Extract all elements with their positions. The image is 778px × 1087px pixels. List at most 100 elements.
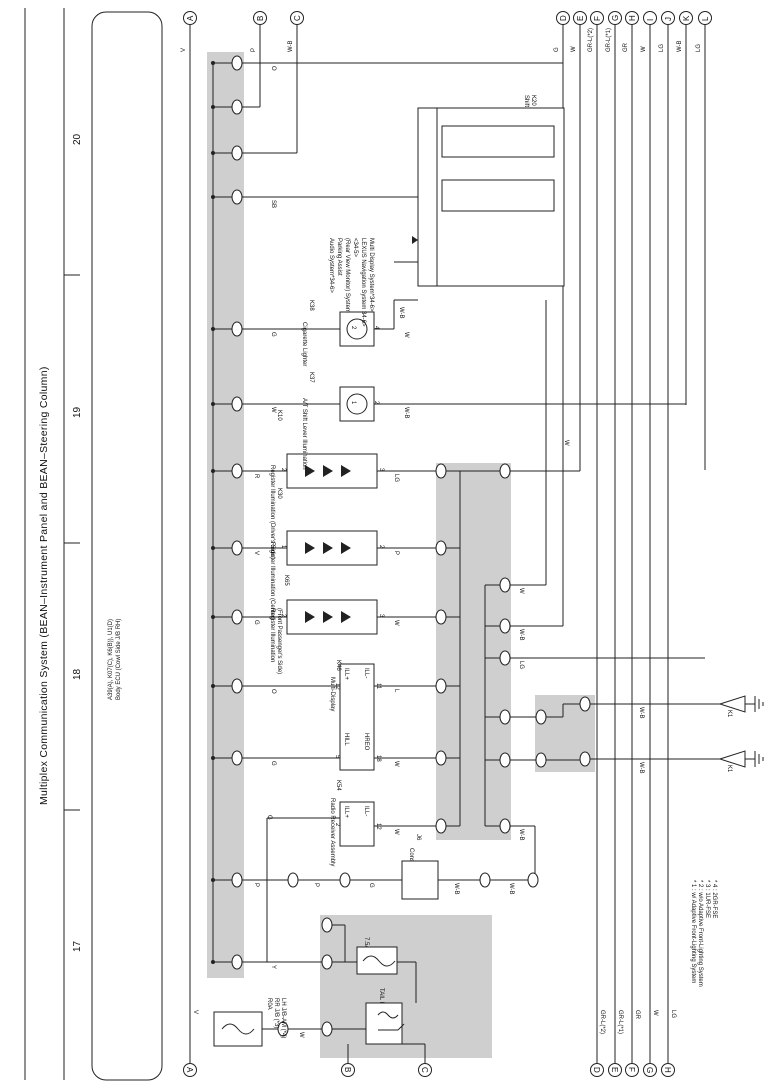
body-ecu-label-line1: A39(A), K07(C), K6(B)), U1(D) bbox=[108, 619, 114, 700]
wire-label-2: G bbox=[270, 332, 276, 337]
radio-receiver-k54 bbox=[339, 801, 375, 847]
wire-label-8: G bbox=[270, 761, 276, 766]
top-connector-f bbox=[590, 11, 604, 25]
top-connector-label-d: D bbox=[559, 15, 568, 21]
led-k10-1 bbox=[323, 465, 333, 477]
k10-pin-a: 2 bbox=[280, 468, 286, 472]
body-ecu-box: A39(A), K07(C), K6(B)), U1(D) Body ECU (… bbox=[91, 11, 163, 1081]
top-wire-color-10: W-B bbox=[677, 40, 683, 52]
junction-left-0 bbox=[435, 463, 447, 479]
top-connector-label-g: G bbox=[611, 15, 620, 21]
k10-id: K10 bbox=[276, 410, 282, 421]
k46-name: Multi-Display bbox=[329, 677, 335, 711]
bottom-connector-label-e: E bbox=[610, 1067, 619, 1072]
k38-pin-a: 2 bbox=[350, 326, 356, 330]
top-connector-label-f: F bbox=[593, 16, 602, 21]
bottom-connector-h bbox=[661, 1063, 675, 1077]
wire-label-1: SB bbox=[270, 200, 276, 208]
ground-id-lower: K1 bbox=[726, 765, 732, 773]
footnote-3: * 4 : 2GR-FSE bbox=[711, 880, 717, 918]
relay-conn bbox=[321, 1021, 333, 1037]
k54-name: Radio Receiver Assembly bbox=[329, 798, 335, 866]
wire-label-22: G bbox=[368, 883, 374, 888]
box-pin-5: ILL- bbox=[363, 668, 369, 678]
bottom-connector-f bbox=[625, 1063, 639, 1077]
bat-fuse-1: RR J/B (*3) bbox=[273, 998, 279, 1028]
junction-left-5 bbox=[435, 818, 447, 834]
footnote-2: * 3 : 1UR-FSE bbox=[704, 880, 710, 918]
wire-label-5: V bbox=[253, 551, 259, 555]
bottom-connector-label-d: D bbox=[592, 1067, 601, 1073]
top-connector-b bbox=[253, 11, 267, 25]
top-wire-color-9: LG bbox=[659, 44, 665, 52]
box-pin-4: HILL bbox=[343, 733, 349, 746]
at-shift-lamp-symbol bbox=[346, 393, 368, 415]
panel-fuse bbox=[356, 946, 398, 975]
top-wire-color-3: G bbox=[554, 47, 560, 52]
junction-left-3 bbox=[435, 678, 447, 694]
k46-pin-d: 18 bbox=[375, 755, 381, 762]
wire-label-26: W-B bbox=[518, 629, 524, 641]
top-connector-label-i: I bbox=[646, 19, 655, 21]
k65-pin-a: 2 bbox=[280, 614, 286, 618]
bottom-connector-b bbox=[341, 1063, 355, 1077]
bottom-connector-e bbox=[608, 1063, 622, 1077]
k38-pin-b: 4 bbox=[373, 326, 379, 330]
wire-label-25: W bbox=[518, 588, 524, 594]
box-pin-8: ILL- bbox=[363, 806, 369, 816]
wire-label-30: W-B bbox=[638, 762, 644, 774]
audio-note-3: <34-5> bbox=[352, 238, 358, 258]
wire-label-32: W bbox=[563, 440, 569, 446]
top-wire-color-6: GR-L(*1) bbox=[606, 28, 612, 52]
junction-left-2 bbox=[435, 609, 447, 625]
top-wire-color-7: GR bbox=[623, 42, 629, 52]
k10-name: Register Illumination (Driver's Side) bbox=[269, 465, 275, 559]
kj-connector-1 bbox=[287, 872, 299, 888]
ecu-terminal-3 bbox=[231, 189, 243, 205]
wire-label-3: W bbox=[270, 407, 276, 413]
bottom-wire-color-0: V bbox=[192, 1010, 198, 1014]
junction-right-4 bbox=[499, 709, 511, 725]
top-connector-label-j: J bbox=[664, 17, 673, 21]
ground-symbol-lower bbox=[718, 750, 764, 768]
bottom-wire-color-3: GR bbox=[634, 1010, 640, 1020]
fuse-conn-top bbox=[321, 917, 333, 933]
ecu-terminal-0 bbox=[231, 55, 243, 71]
fuse-conn-mid bbox=[321, 954, 333, 970]
wire-label-31: G bbox=[266, 815, 272, 820]
bottom-wire-color-2: GR-L(*1) bbox=[617, 1010, 623, 1034]
junction-right-2 bbox=[499, 618, 511, 634]
top-wire-color-5: GR-L(*2) bbox=[588, 28, 594, 52]
footnote-1: * 2 : w/o Adaptive Front-Lighting System bbox=[697, 880, 703, 987]
top-connector-label-e: E bbox=[576, 16, 585, 21]
top-connector-label-k: K bbox=[682, 15, 691, 21]
led-k10-2 bbox=[341, 465, 351, 477]
gnd-junction-d bbox=[579, 751, 591, 767]
gnd-junction-a bbox=[535, 709, 547, 725]
wire-label-27: LG bbox=[518, 661, 524, 669]
k65-name-1: Register Illumination bbox=[269, 608, 275, 662]
ecu-terminal-8 bbox=[231, 609, 243, 625]
top-connector-k bbox=[679, 11, 693, 25]
wire-label-6: G bbox=[253, 620, 259, 625]
page-number-20: 20 bbox=[72, 133, 83, 145]
audio-note-1: Parking Assist bbox=[336, 238, 342, 276]
top-connector-c bbox=[290, 11, 304, 25]
bottom-connector-d bbox=[590, 1063, 604, 1077]
led-k65-2 bbox=[341, 611, 351, 623]
j6-id: J6 bbox=[415, 834, 421, 841]
ecu-terminal-4 bbox=[231, 321, 243, 337]
bottom-connector-label-c: C bbox=[420, 1067, 429, 1073]
wire-label-28: W-B bbox=[518, 829, 524, 841]
k37-pin-a: 1 bbox=[350, 401, 356, 405]
console-box-lamp-j6 bbox=[401, 860, 439, 900]
k37-name: A/T Shift Lever Illumination bbox=[301, 398, 307, 470]
bottom-connector-label-f: F bbox=[627, 1067, 636, 1072]
bottom-connector-c bbox=[418, 1063, 432, 1077]
bottom-connector-label-b: B bbox=[343, 1067, 352, 1072]
page-number-18: 18 bbox=[72, 668, 83, 680]
top-connector-d bbox=[556, 11, 570, 25]
led-k30-1 bbox=[323, 542, 333, 554]
ecu-terminal-11 bbox=[231, 872, 243, 888]
wire-label-12: L bbox=[393, 689, 399, 693]
